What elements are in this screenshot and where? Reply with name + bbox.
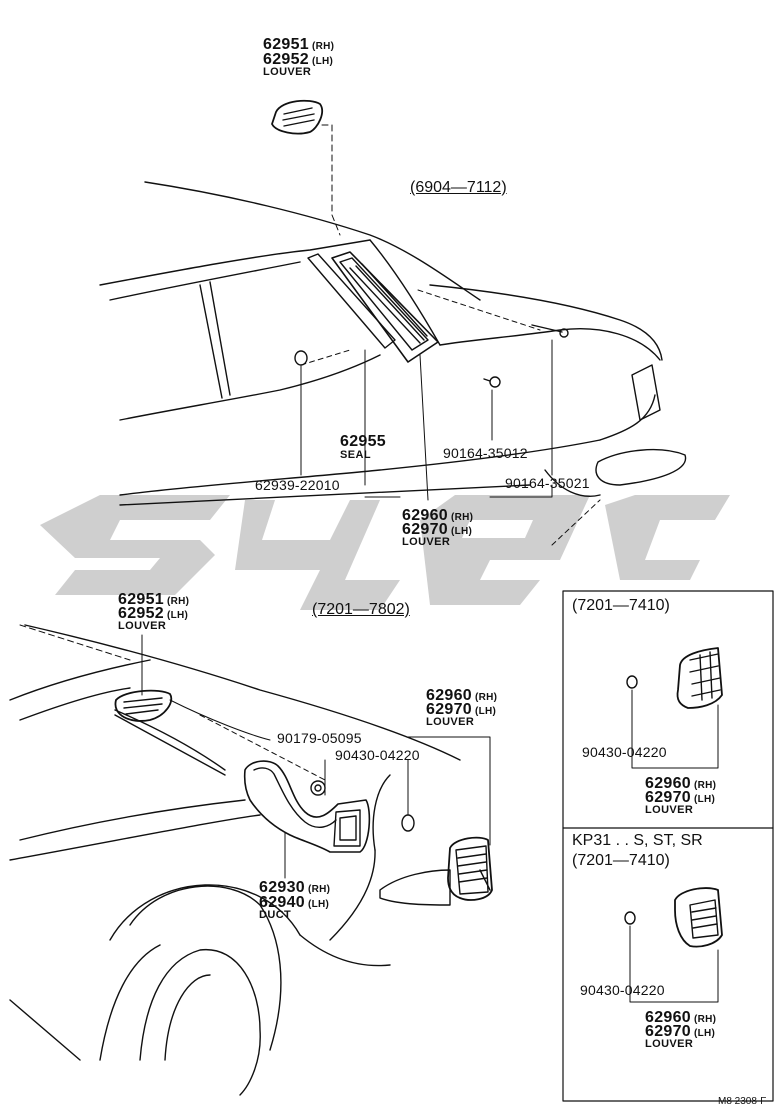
bottom-screw-pn-label: 90179-05095 — [277, 730, 362, 746]
inset-b-period: (7201—7410) — [572, 852, 670, 869]
bottom-nut-pn-label: 90430-04220 — [335, 747, 420, 763]
duct-part — [243, 760, 371, 853]
bottom-side-louver-part — [447, 836, 493, 901]
duct-rh-label: 62930(RH) — [259, 879, 331, 896]
inset-b-nut-pn: 90430-04220 — [580, 982, 665, 998]
bottom-louver-lh-label: 62952(LH) — [118, 605, 189, 622]
inset-b-louver-rh: 62960(RH) — [645, 1009, 717, 1026]
inset-frame — [562, 590, 774, 1102]
seal-pn-label: 62955 — [340, 433, 386, 450]
top-side-louver-name: LOUVER — [402, 536, 451, 548]
seal-strip-part — [307, 253, 396, 349]
screw2-pn-label: 90164-35021 — [505, 475, 590, 491]
top-louver-name: LOUVER — [263, 66, 312, 78]
bottom-louver-name: LOUVER — [118, 620, 167, 632]
bottom-nut-part — [401, 814, 415, 832]
top-louver-lh-label: 62952(LH) — [263, 51, 334, 68]
inset-a-louver-name: LOUVER — [645, 804, 694, 816]
clip-pn-label: 62939-22010 — [255, 477, 340, 493]
inset-a-period: (7201—7410) — [572, 597, 670, 614]
inset-a-louver-rh: 62960(RH) — [645, 775, 717, 792]
top-leader-lines — [300, 124, 601, 546]
bottom-side-louver-rh-label: 62960(RH) — [426, 687, 498, 704]
top-side-louver-lh-label: 62970(LH) — [402, 521, 473, 538]
bottom-period-label: (7201—7802) — [312, 601, 410, 618]
duct-name-label: DUCT — [259, 909, 292, 921]
screw-part-1 — [483, 376, 501, 388]
bottom-side-louver-name: LOUVER — [426, 716, 475, 728]
duct-lh-label: 62940(LH) — [259, 894, 330, 911]
top-small-louver-part — [271, 99, 323, 135]
inset-a-nut-pn: 90430-04220 — [582, 744, 667, 760]
bottom-car-body — [9, 624, 491, 1096]
top-car-body — [99, 181, 687, 506]
top-period-label: (6904—7112) — [410, 179, 507, 196]
clip-part — [294, 350, 308, 366]
bottom-grommet-part — [310, 780, 326, 796]
top-louver-rh-label: 62951(RH) — [263, 36, 335, 53]
watermark-logo — [40, 495, 730, 610]
bottom-side-louver-lh-label: 62970(LH) — [426, 701, 497, 718]
top-side-louver-rh-label: 62960(RH) — [402, 507, 474, 524]
inset-b-louver-lh: 62970(LH) — [645, 1023, 716, 1040]
screw1-pn-label: 90164-35012 — [443, 445, 528, 461]
screw-part-2 — [531, 324, 569, 338]
inset-a-louver-lh: 62970(LH) — [645, 789, 716, 806]
drawing-code: M8 2308-F — [718, 1096, 767, 1107]
bottom-small-louver-part — [114, 689, 173, 722]
bottom-louver-rh-label: 62951(RH) — [118, 591, 190, 608]
bottom-leader-lines — [19, 624, 491, 879]
inset-a-parts — [626, 647, 723, 769]
inset-b-louver-name: LOUVER — [645, 1038, 694, 1050]
pillar-louver-part — [331, 251, 439, 363]
inset-b-model: KP31 . . S, ST, SR — [572, 832, 703, 849]
seal-name-label: SEAL — [340, 449, 371, 461]
inset-b-parts — [624, 887, 723, 1003]
